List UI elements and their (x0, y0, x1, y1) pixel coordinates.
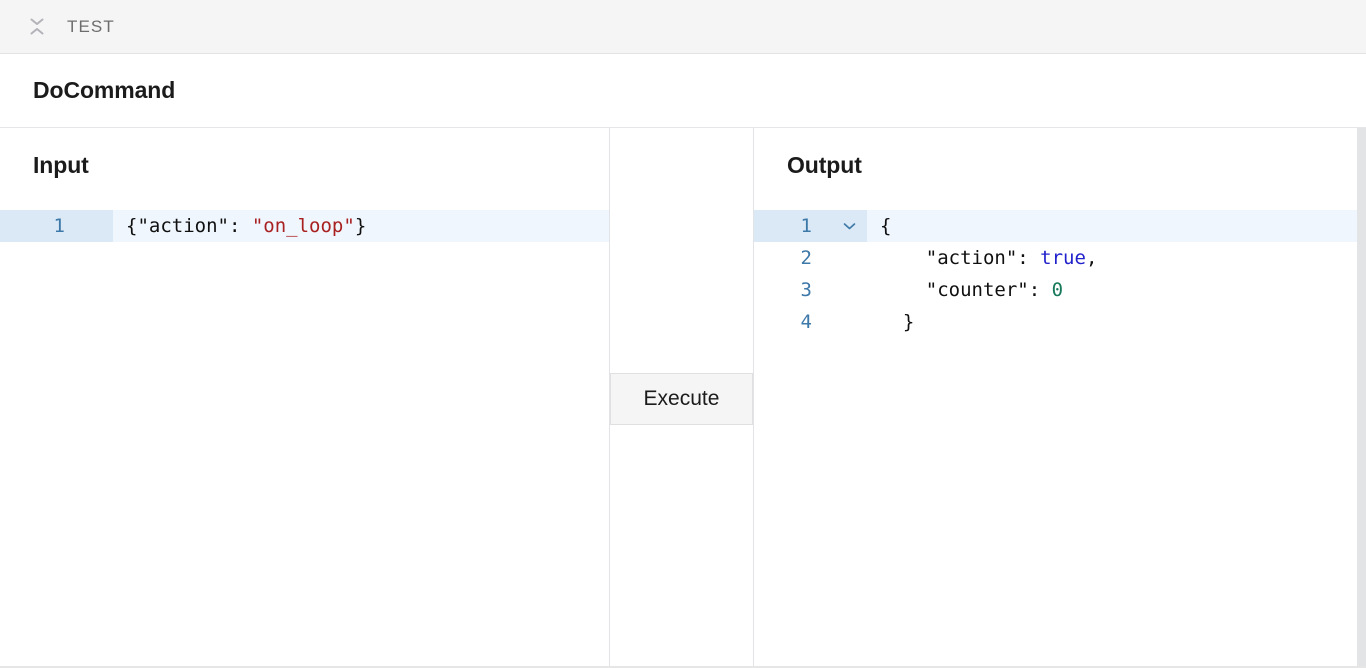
line-number: 4 (800, 311, 812, 333)
code-line[interactable]: 1{ (754, 210, 1366, 242)
token-punct: } (902, 311, 915, 333)
top-bar: TEST (0, 0, 1366, 54)
command-header: DoCommand (0, 54, 1366, 128)
code-text[interactable]: "action": true, (867, 242, 1366, 274)
command-title: DoCommand (33, 77, 176, 103)
panel-label: TEST (67, 16, 115, 36)
output-pane: Output 1{2 "action": true,3 "counter": 0… (754, 128, 1366, 666)
collapse-chevrons-icon[interactable] (26, 14, 48, 40)
token-num: 0 (1051, 279, 1064, 301)
code-text[interactable]: } (867, 306, 1366, 338)
token-punct (880, 306, 903, 338)
execute-spacer (610, 128, 753, 373)
execute-pane: Execute (609, 128, 754, 666)
token-punct (880, 274, 926, 306)
chevron-down-icon[interactable] (838, 210, 860, 242)
token-punct: } (354, 215, 367, 237)
line-number: 1 (0, 210, 113, 242)
token-punct: : (1028, 279, 1052, 301)
code-line[interactable]: 4 } (754, 306, 1366, 338)
token-punct: : (228, 215, 252, 237)
line-number: 3 (800, 279, 812, 301)
execute-button-wrap: Execute (610, 373, 753, 425)
token-punct (880, 242, 926, 274)
token-punct: : (1017, 247, 1041, 269)
token-key: "action" (137, 215, 229, 237)
token-bool: true (1040, 247, 1086, 269)
input-pane: Input 1{"action": "on_loop"} (0, 128, 609, 666)
token-punct: , (1085, 247, 1098, 269)
input-editor[interactable]: 1{"action": "on_loop"} (0, 210, 609, 242)
code-text[interactable]: { (867, 210, 1366, 242)
execute-button[interactable]: Execute (610, 373, 753, 425)
token-str: "on_loop" (251, 215, 355, 237)
line-number: 2 (800, 247, 812, 269)
token-key: "counter" (925, 279, 1029, 301)
token-key: "action" (925, 247, 1018, 269)
code-line[interactable]: 1{"action": "on_loop"} (0, 210, 609, 242)
line-number: 1 (754, 210, 867, 242)
output-scrollbar[interactable] (1357, 128, 1366, 666)
code-line[interactable]: 3 "counter": 0 (754, 274, 1366, 306)
code-text[interactable]: {"action": "on_loop"} (113, 210, 609, 242)
code-line[interactable]: 2 "action": true, (754, 242, 1366, 274)
input-heading: Input (33, 152, 89, 178)
panel-body: Input 1{"action": "on_loop"} Execute Out… (0, 128, 1366, 668)
output-heading: Output (787, 152, 862, 178)
token-punct: { (126, 215, 138, 237)
token-punct: { (880, 215, 892, 237)
code-text[interactable]: "counter": 0 (867, 274, 1366, 306)
